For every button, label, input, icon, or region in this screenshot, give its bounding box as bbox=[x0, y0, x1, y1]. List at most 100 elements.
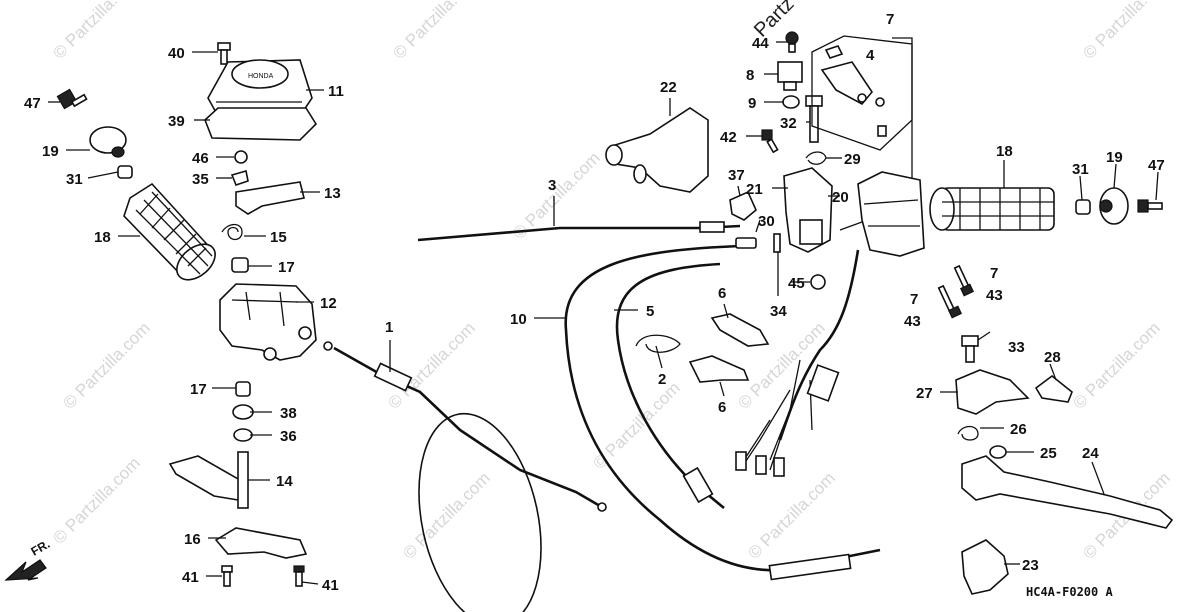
callout-18: 18 bbox=[996, 143, 1013, 160]
callout-4: 4 bbox=[866, 47, 875, 64]
part-18-grip bbox=[123, 182, 216, 281]
part-9-washer bbox=[782, 95, 800, 109]
part-42-screw bbox=[761, 129, 779, 154]
part-40-screw bbox=[217, 42, 231, 65]
callout-33: 33 bbox=[1008, 339, 1025, 356]
watermark: © Partzilla.com bbox=[49, 0, 143, 63]
callout-17: 17 bbox=[190, 381, 207, 398]
part-5-cable bbox=[615, 262, 725, 510]
callout-44: 44 bbox=[752, 35, 769, 52]
callout-19: 19 bbox=[1106, 149, 1123, 166]
diagram-code: HC4A-F0200 A bbox=[1026, 585, 1113, 599]
part-34-pin bbox=[773, 233, 781, 253]
wire-harness bbox=[735, 249, 860, 477]
part-1-throttle-cable bbox=[333, 346, 607, 612]
part-27-lever-bracket bbox=[955, 369, 1030, 415]
callout-42: 42 bbox=[720, 129, 737, 146]
watermark: © Partzilla.com bbox=[384, 318, 478, 412]
callout-7: 7 bbox=[910, 291, 918, 308]
callout-35: 35 bbox=[192, 171, 209, 188]
part-35-clip bbox=[230, 169, 249, 186]
callout-32: 32 bbox=[780, 115, 797, 132]
part-33-bolt bbox=[961, 335, 979, 363]
watermark: © Partzilla.com bbox=[389, 0, 483, 63]
callout-12: 12 bbox=[320, 295, 337, 312]
part-43-screw bbox=[953, 264, 975, 297]
callout-18: 18 bbox=[94, 229, 111, 246]
callout-39: 39 bbox=[168, 113, 185, 130]
callout-15: 15 bbox=[270, 229, 287, 246]
callout-10: 10 bbox=[510, 311, 527, 328]
callout-22: 22 bbox=[660, 79, 677, 96]
part-28-cover bbox=[1034, 374, 1073, 403]
callout-3: 3 bbox=[548, 177, 556, 194]
part-47-screw bbox=[56, 88, 88, 110]
callout-40: 40 bbox=[168, 45, 185, 62]
callout-45: 45 bbox=[788, 275, 805, 292]
part-13-throttle-arm bbox=[235, 181, 305, 215]
watermark: © Partzilla.com bbox=[744, 468, 838, 562]
part-10-cable bbox=[564, 244, 881, 581]
callout-7: 7 bbox=[990, 265, 998, 282]
part-19-weight-right bbox=[1099, 187, 1129, 225]
part-44-screw bbox=[785, 31, 799, 53]
svg-text:HONDA: HONDA bbox=[248, 73, 274, 80]
part-26-spring bbox=[957, 425, 979, 441]
part-43-screw bbox=[937, 284, 963, 319]
callout-1: 1 bbox=[385, 319, 393, 336]
part-31-collar bbox=[117, 165, 133, 179]
part-3-cable bbox=[417, 221, 741, 242]
watermark: © Partzilla.com bbox=[1079, 0, 1173, 63]
part-45-nut bbox=[810, 274, 826, 290]
part-23-holder bbox=[961, 539, 1009, 595]
callout-16: 16 bbox=[184, 531, 201, 548]
callout-11: 11 bbox=[328, 83, 344, 100]
part-25-cap bbox=[989, 445, 1007, 459]
callout-25: 25 bbox=[1040, 445, 1057, 462]
part-47-screw-right bbox=[1137, 199, 1163, 213]
part-41-bolt bbox=[221, 565, 233, 587]
part-6-clamp bbox=[710, 313, 770, 347]
part-30-adjuster bbox=[735, 237, 757, 249]
callout-41: 41 bbox=[182, 569, 199, 586]
watermark: © Partzilla.com bbox=[399, 468, 493, 562]
part-20-switch-housing bbox=[839, 171, 925, 257]
callout-30: 30 bbox=[758, 213, 775, 230]
part-21-switch-body bbox=[783, 167, 833, 253]
part-29-spring bbox=[805, 151, 827, 165]
callout-24: 24 bbox=[1082, 445, 1099, 462]
callout-43: 43 bbox=[904, 313, 921, 330]
part-37-clamp bbox=[729, 190, 757, 221]
callout-14: 14 bbox=[276, 473, 293, 490]
callout-2: 2 bbox=[658, 371, 666, 388]
callout-20: 20 bbox=[832, 189, 849, 206]
callout-46: 46 bbox=[192, 150, 209, 167]
callout-6: 6 bbox=[718, 285, 726, 302]
callout-23: 23 bbox=[1022, 557, 1039, 574]
watermark: © Partzilla.com bbox=[49, 453, 143, 547]
callout-5: 5 bbox=[646, 303, 654, 320]
callout-29: 29 bbox=[844, 151, 861, 168]
callout-34: 34 bbox=[770, 303, 787, 320]
callout-31: 31 bbox=[1072, 161, 1089, 178]
part-8-relay bbox=[777, 61, 803, 91]
callout-27: 27 bbox=[916, 385, 933, 402]
callout-37: 37 bbox=[728, 167, 745, 184]
callout-47: 47 bbox=[1148, 157, 1165, 174]
part-46-nut bbox=[234, 150, 248, 164]
part-24-brake-lever bbox=[961, 455, 1174, 529]
leader-lines bbox=[48, 41, 1159, 585]
callout-31: 31 bbox=[66, 171, 83, 188]
callout-6: 6 bbox=[718, 399, 726, 416]
callout-26: 26 bbox=[1010, 421, 1027, 438]
part-18-grip-right bbox=[929, 187, 1055, 231]
part-6-clamp bbox=[688, 355, 750, 383]
part-15-spring bbox=[221, 223, 243, 241]
part-17-collar bbox=[231, 257, 249, 273]
part-11-throttle-cover: HONDA bbox=[207, 59, 313, 117]
callout-41: 41 bbox=[322, 577, 339, 594]
front-direction-arrow: FR. bbox=[4, 537, 52, 581]
part-19-handle-weight bbox=[89, 126, 127, 158]
part-41-bolt bbox=[293, 565, 305, 587]
